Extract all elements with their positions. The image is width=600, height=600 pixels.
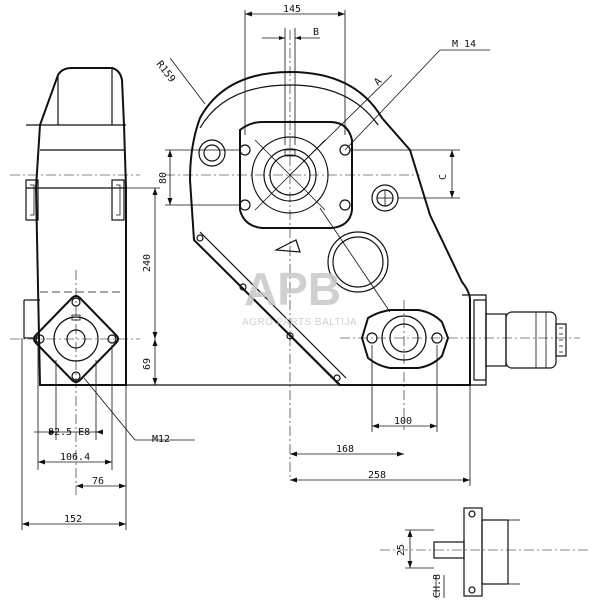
side-view — [10, 67, 340, 495]
front-view — [165, 30, 580, 480]
watermark-logo: APB AGRO PARTS BALTIJA — [242, 263, 357, 328]
dim-m14: M 14 — [452, 39, 476, 50]
dim-240: 240 — [142, 254, 153, 272]
dim-82-5: 82.5 E8 — [48, 427, 90, 438]
dim-152: 152 — [64, 514, 82, 525]
dim-258: 258 — [368, 470, 386, 481]
dim-100: 100 — [394, 416, 412, 427]
dim-76: 76 — [92, 476, 104, 487]
dim-106-4: 106.4 — [60, 452, 90, 463]
dim-m12: M12 — [152, 434, 170, 445]
dim-80: 80 — [158, 172, 169, 184]
watermark-text: APB — [244, 263, 341, 315]
dim-69: 69 — [142, 358, 153, 370]
dim-b: B — [313, 27, 319, 38]
dim-c: C — [438, 174, 449, 180]
dim-145: 145 — [283, 4, 301, 15]
watermark-caption: AGRO PARTS BALTIJA — [242, 317, 357, 328]
dim-168: 168 — [336, 444, 354, 455]
dim-25: 25 — [396, 544, 407, 556]
dim-a: A — [372, 76, 384, 88]
shaft-detail: 25 CH.8 — [380, 507, 590, 598]
dimension-lines: 145 B R159 M 14 A 80 C 240 — [21, 4, 490, 530]
dim-ch8: CH.8 — [432, 574, 443, 598]
